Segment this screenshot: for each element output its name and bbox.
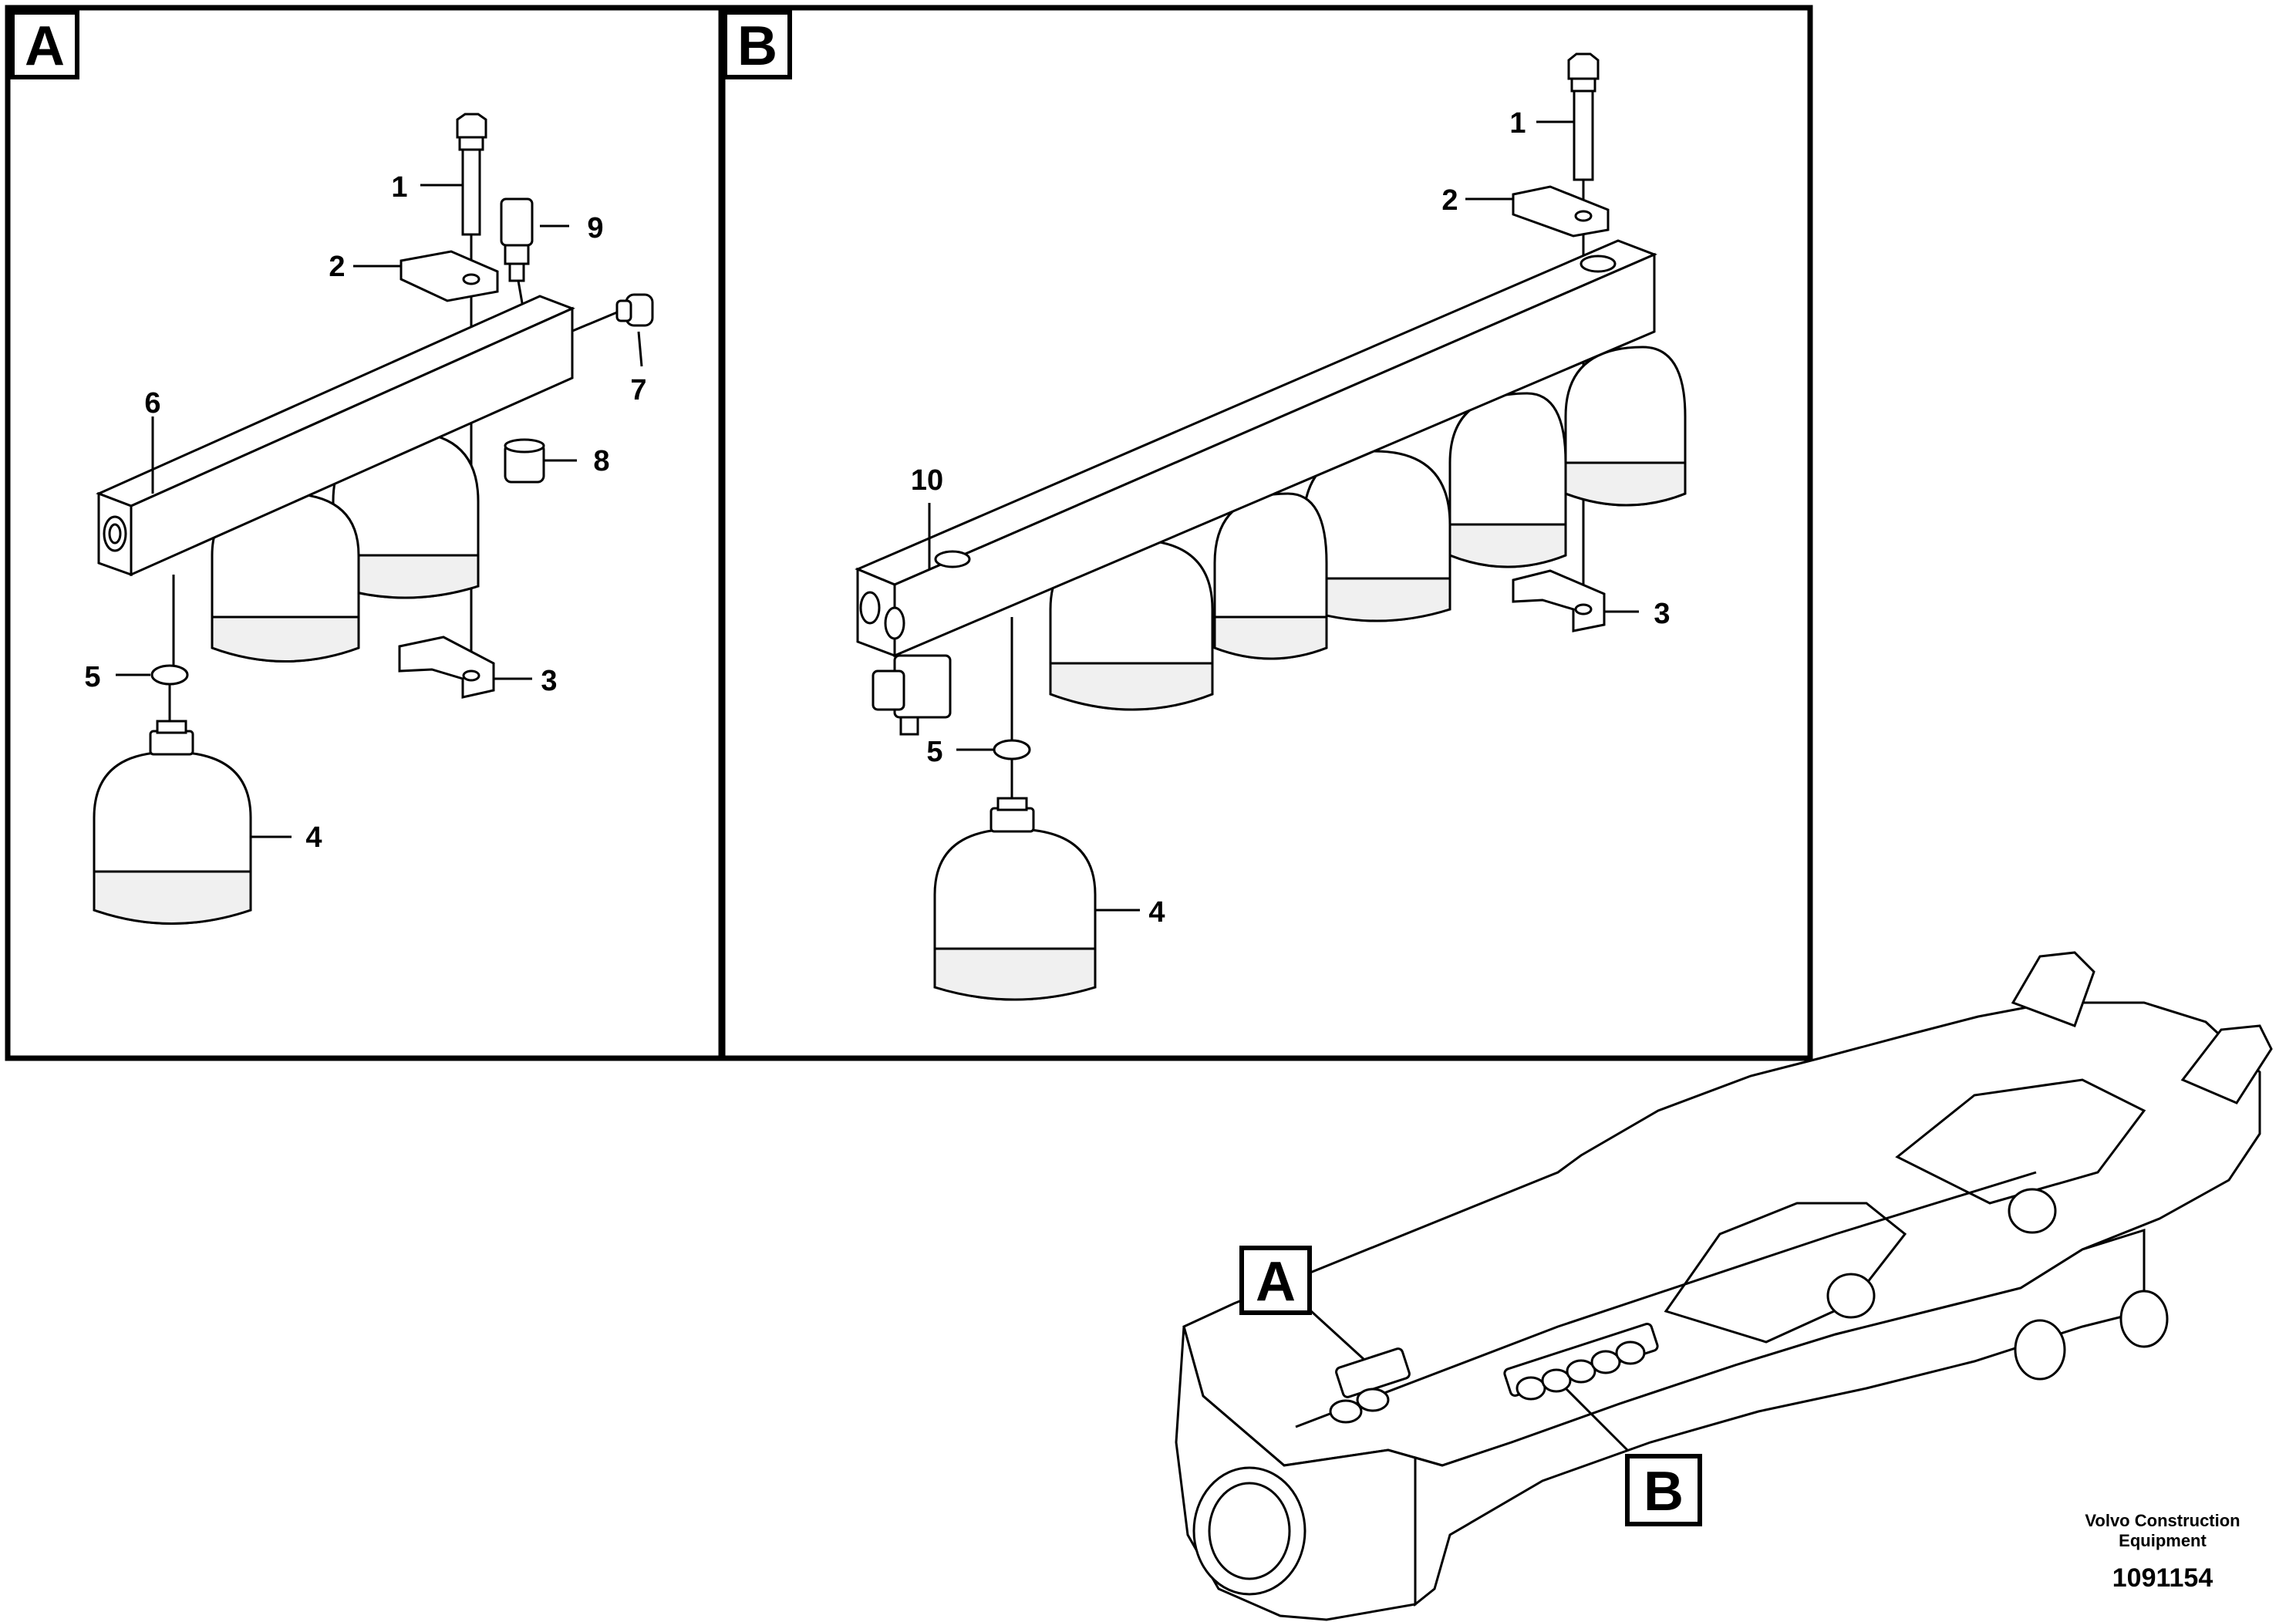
connector-part	[872, 654, 952, 736]
overview-tag-a: A	[1256, 1251, 1296, 1313]
accumulator-loose-a	[93, 720, 252, 925]
footer: Volvo Construction Equipment 1091154	[2085, 1511, 2240, 1593]
panel-b-callouts: 1 2 3 4 5 10	[911, 107, 1671, 929]
accumulator-loose-b	[933, 797, 1097, 1001]
panel-a: A	[5, 5, 724, 1061]
clamp-lower	[1512, 569, 1606, 632]
o-ring-part	[993, 739, 1031, 760]
callout-8: 8	[593, 445, 609, 477]
drawing-number: 1091154	[2112, 1563, 2213, 1593]
bolt-part	[456, 113, 487, 679]
plug-part	[570, 293, 654, 333]
callout-7: 7	[630, 374, 646, 406]
panel-b: B	[720, 5, 1813, 1061]
accumulators-mounted-b	[1049, 346, 1687, 711]
overview-tag-b: B	[1644, 1461, 1684, 1523]
callout-4: 4	[305, 821, 322, 854]
panel-a-callouts: 1 2 3 4 5 6 7 8 9	[84, 171, 646, 854]
panel-a-tag: A	[25, 15, 65, 77]
nut-part	[504, 438, 545, 484]
overview-tag-a-box	[1239, 1246, 1312, 1315]
callout-3: 3	[541, 665, 557, 697]
frame-manifold-b	[1503, 1323, 1659, 1401]
callout-5: 5	[926, 736, 942, 768]
bolt-part	[1567, 52, 1600, 609]
panel-b-leaders	[928, 120, 1639, 912]
callout-3: 3	[1654, 598, 1670, 630]
accumulator-mounted-a	[211, 430, 480, 663]
panel-b-tag: B	[737, 15, 777, 77]
panel-a-tag-box	[10, 10, 79, 79]
panel-b-tag-box	[723, 10, 792, 79]
manifold-block-part	[96, 295, 575, 671]
clamp-plate-upper	[1512, 185, 1610, 238]
callout-2: 2	[329, 251, 345, 283]
company-name-line2: Equipment	[2119, 1531, 2207, 1550]
panel-a-leaders	[116, 184, 643, 838]
overview-leader-a	[1310, 1310, 1365, 1361]
clamp-lower	[398, 636, 495, 699]
company-name-line1: Volvo Construction	[2085, 1511, 2240, 1530]
callout-6: 6	[144, 387, 160, 420]
frame-manifold-a	[1329, 1347, 1411, 1424]
callout-1: 1	[1509, 107, 1526, 140]
o-ring-part	[150, 664, 189, 686]
panel-b-frame	[720, 5, 1813, 1061]
callout-5: 5	[84, 661, 100, 693]
overview-tag-b-box	[1625, 1454, 1702, 1526]
callout-1: 1	[391, 171, 407, 204]
callout-10: 10	[911, 464, 943, 497]
long-manifold-block-part	[855, 239, 1657, 658]
machine-frame-overview: A B	[1175, 951, 2273, 1621]
callout-9: 9	[587, 212, 603, 244]
clamp-plate-upper	[400, 250, 499, 302]
callout-2: 2	[1441, 184, 1458, 217]
callout-4: 4	[1148, 896, 1165, 929]
overview-leader-b	[1564, 1387, 1629, 1452]
